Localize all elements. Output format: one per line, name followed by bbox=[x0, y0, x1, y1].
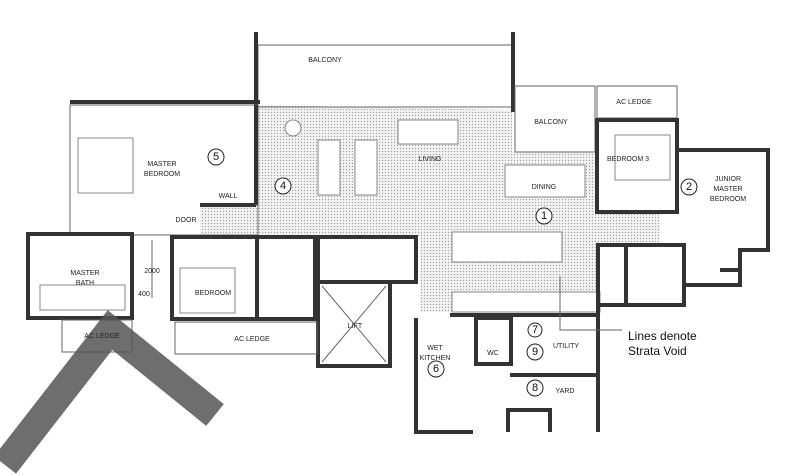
wet-kitchen bbox=[414, 318, 473, 434]
label-balcony-main: BALCONY bbox=[308, 57, 342, 64]
svg-text:4: 4 bbox=[280, 180, 286, 192]
note-line-2: Strata Void bbox=[628, 344, 687, 358]
svg-text:6: 6 bbox=[433, 363, 439, 375]
label-wc: WC bbox=[487, 350, 499, 357]
label-master-bath-2: BATH bbox=[76, 280, 94, 287]
label-dimension-height: 2000 bbox=[144, 268, 160, 275]
label-yard: YARD bbox=[556, 388, 575, 395]
master-bath bbox=[26, 232, 134, 320]
label-ac-ledge-mid: AC LEDGE bbox=[234, 336, 270, 343]
note-line-1: Lines denote bbox=[628, 329, 697, 343]
wc bbox=[474, 316, 513, 366]
label-junior-3: BEDROOM bbox=[710, 196, 746, 203]
marker-5: 5 bbox=[207, 148, 225, 166]
label-dimension-width: 400 bbox=[138, 291, 150, 298]
svg-text:9: 9 bbox=[532, 346, 538, 358]
label-wall: WALL bbox=[219, 193, 238, 200]
marker-9: 9 bbox=[526, 343, 544, 361]
svg-text:7: 7 bbox=[532, 324, 538, 336]
ac-ledge-mid bbox=[174, 321, 318, 355]
label-master-bath-1: MASTER bbox=[70, 270, 99, 277]
watermark-shape bbox=[0, 310, 224, 474]
bedroom-3 bbox=[595, 118, 679, 214]
label-master-bedroom-2: BEDROOM bbox=[144, 171, 180, 178]
svg-text:8: 8 bbox=[532, 382, 538, 394]
label-master-bedroom-1: MASTER bbox=[147, 161, 176, 168]
marker-6: 6 bbox=[427, 360, 445, 378]
label-ac-ledge-left: AC LEDGE bbox=[84, 333, 120, 340]
strata-void-leader bbox=[559, 276, 622, 331]
svg-text:5: 5 bbox=[213, 151, 219, 163]
label-utility: UTILITY bbox=[553, 343, 579, 350]
marker-8: 8 bbox=[526, 379, 544, 397]
marker-7: 7 bbox=[527, 322, 543, 338]
label-junior-2: MASTER bbox=[713, 186, 742, 193]
svg-text:1: 1 bbox=[541, 210, 547, 222]
label-bedroom-3: BEDROOM 3 bbox=[607, 156, 649, 163]
svg-text:2: 2 bbox=[686, 181, 692, 193]
label-ac-ledge-top: AC LEDGE bbox=[616, 99, 652, 106]
label-living: LIVING bbox=[419, 156, 442, 163]
marker-4: 4 bbox=[274, 177, 292, 195]
balcony-main bbox=[257, 44, 514, 108]
label-wet-kitchen-2: KITCHEN bbox=[420, 355, 451, 362]
label-dining: DINING bbox=[532, 184, 557, 191]
label-bedroom: BEDROOM bbox=[195, 290, 231, 297]
label-lift: LIFT bbox=[348, 323, 363, 330]
junior-master-bedroom bbox=[677, 148, 770, 272]
marker-1: 1 bbox=[535, 207, 553, 225]
label-wet-kitchen-1: WET bbox=[427, 345, 443, 352]
label-balcony-side: BALCONY bbox=[534, 119, 568, 126]
label-door: DOOR bbox=[176, 217, 197, 224]
marker-2: 2 bbox=[680, 178, 698, 196]
label-junior-1: JUNIOR bbox=[715, 176, 741, 183]
